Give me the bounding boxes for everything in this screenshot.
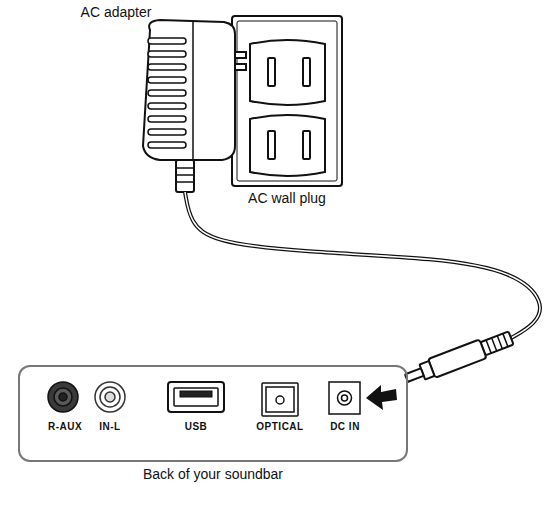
vent-slot (148, 90, 186, 96)
port-label: OPTICAL (256, 421, 303, 432)
cable (185, 192, 540, 338)
adapter-label: AC adapter (81, 4, 152, 20)
port-label: USB (185, 421, 208, 432)
vent-slot (148, 142, 186, 148)
vent-slot (148, 129, 186, 135)
insert-arrow (366, 385, 397, 410)
port-label: R-AUX (48, 421, 82, 432)
panel-caption: Back of your soundbar (20, 466, 406, 482)
dc-in-port (329, 382, 360, 414)
vent-slot (148, 116, 186, 122)
vent-slot (148, 64, 186, 70)
r-aux-jack (48, 382, 78, 412)
vent-slot (148, 77, 186, 83)
port-label: IN-L (99, 421, 120, 432)
wall-outlet (232, 16, 342, 186)
usb-port (168, 382, 224, 412)
port-label: DC IN (330, 421, 360, 432)
vent-slot (148, 103, 186, 109)
outlet-label: AC wall plug (248, 190, 326, 206)
optical-port (262, 383, 298, 416)
dc-plug (403, 329, 515, 388)
ac-adapter (143, 20, 246, 192)
vent-slot (148, 51, 186, 57)
vent-slot (148, 38, 186, 44)
soundbar-back-panel: Back of your soundbar (18, 365, 408, 462)
in-l-jack (95, 382, 125, 412)
cable-core (185, 192, 540, 338)
